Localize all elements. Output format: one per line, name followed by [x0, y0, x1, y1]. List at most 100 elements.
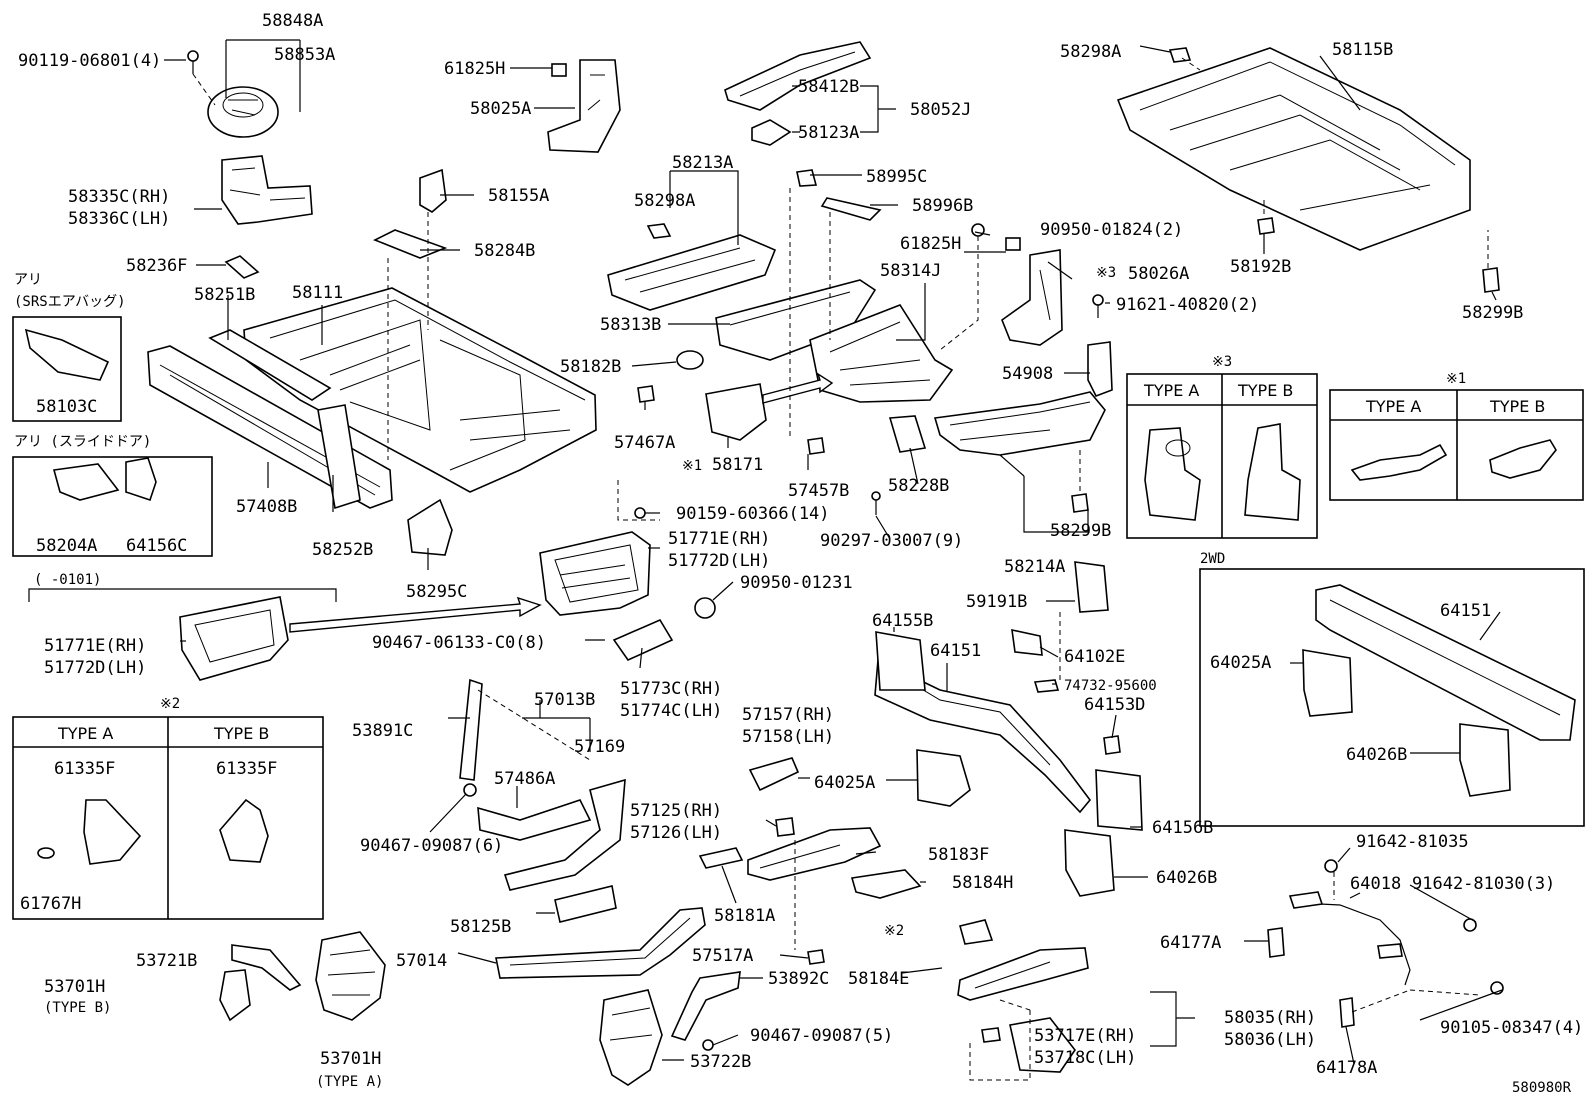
part-label: 53722B — [690, 1052, 751, 1072]
part-label: 90467-09087(5) — [750, 1026, 893, 1046]
part-label: 90119-06801(4) — [18, 51, 161, 71]
part-label: 58996B — [912, 196, 973, 216]
mark-caption: ※3 — [1212, 354, 1232, 370]
part-label: 57517A — [692, 946, 753, 966]
part-label: 64102E — [1064, 647, 1125, 667]
panel-58214a — [933, 391, 1106, 456]
part-label: 58335C(RH) — [68, 187, 170, 207]
part-label: 57486A — [494, 769, 555, 789]
step-51771e-left — [179, 596, 289, 681]
part-label: 57408B — [236, 497, 297, 517]
part-label: 91621-40820(2) — [1116, 295, 1259, 315]
type-b-heading: TYPE B — [1489, 397, 1545, 416]
frame-64151-2wd — [1315, 584, 1576, 741]
part-label: 91642-81035 — [1356, 832, 1469, 852]
part-label: 58228B — [888, 476, 949, 496]
part-label: 58025A — [470, 99, 531, 119]
type-a-heading: TYPE A — [57, 724, 113, 743]
part-label: 64025A — [814, 773, 875, 793]
part-label: 74732-95600 — [1064, 678, 1157, 694]
part-label: 90467-09087(6) — [360, 836, 503, 856]
part-label: 58412B — [798, 77, 859, 97]
part-label: 58204A — [36, 536, 97, 556]
part-label: 51772D(LH) — [44, 658, 146, 678]
part-label: 58123A — [798, 123, 859, 143]
srs-airbag-box — [12, 316, 122, 422]
part-label: 57014 — [396, 951, 447, 971]
part-label: 58298A — [1060, 42, 1121, 62]
part-label: 58026A — [1128, 264, 1189, 284]
member-58183f — [747, 827, 882, 881]
type-b-heading: TYPE B — [1237, 381, 1293, 400]
part-label: 57158(LH) — [742, 727, 834, 747]
part-label: 90105-08347(4) — [1440, 1018, 1583, 1038]
part-label: 53721B — [136, 951, 197, 971]
part-label: 58299B — [1050, 521, 1111, 541]
box-2wd-caption: 2WD — [1200, 551, 1225, 567]
part-label: 90950-01824(2) — [1040, 220, 1183, 240]
panel-58314j — [809, 304, 954, 403]
part-label: 58184H — [952, 873, 1013, 893]
part-label: 57013B — [534, 690, 595, 710]
part-label: 58155A — [488, 186, 549, 206]
part-label: 64156C — [126, 536, 187, 556]
shift-boot-58848a — [187, 50, 279, 138]
part-label: 58103C — [36, 397, 97, 417]
part-label: 51772D(LH) — [668, 551, 770, 571]
diagram-code: 580980R — [1512, 1080, 1572, 1096]
part-label: 51771E(RH) — [44, 636, 146, 656]
part-label: 57157(RH) — [742, 705, 834, 725]
member-57169 — [503, 778, 626, 891]
date-range-caption: ( -0101) — [34, 572, 101, 588]
part-label: ※3 — [1096, 265, 1116, 281]
part-label: 58192B — [1230, 257, 1291, 277]
part-label: 58298A — [634, 191, 695, 211]
part-label: 58035(RH) — [1224, 1008, 1316, 1028]
part-label: 58111 — [292, 283, 343, 303]
part-label: 58336C(LH) — [68, 209, 170, 229]
part-label: 61335F — [54, 759, 115, 779]
part-label: ※2 — [884, 923, 904, 939]
member-58184e — [957, 947, 1089, 1001]
step-51771e-middle — [539, 531, 651, 616]
srs-airbag-caption-1: アリ — [14, 272, 42, 288]
part-label: 61335F — [216, 759, 277, 779]
type-a-caption: (TYPE A) — [316, 1074, 383, 1090]
part-label: 64018 — [1350, 874, 1401, 894]
mark-caption: ※1 — [1446, 371, 1466, 387]
part-label: 51771E(RH) — [668, 529, 770, 549]
part-label: 58995C — [866, 167, 927, 187]
part-label: 64153D — [1084, 695, 1145, 715]
part-label: 58214A — [1004, 557, 1065, 577]
mark-caption: ※2 — [160, 696, 180, 712]
part-label: 57467A — [614, 433, 675, 453]
part-label: 58213A — [672, 153, 733, 173]
part-label: 58848A — [262, 11, 323, 31]
part-label: 53701H — [44, 977, 105, 997]
part-label: 58184E — [848, 969, 909, 989]
part-label: 61767H — [20, 894, 81, 914]
part-label: 64026B — [1156, 868, 1217, 888]
part-label: 51773C(RH) — [620, 679, 722, 699]
part-label: 53891C — [352, 721, 413, 741]
srs-airbag-caption-2: (SRSエアバッグ) — [14, 294, 126, 310]
box-2wd — [1199, 568, 1585, 827]
part-label: 58853A — [274, 45, 335, 65]
panel-58213a — [607, 234, 777, 311]
part-label: 90297-03007(9) — [820, 531, 963, 551]
part-label: 61825H — [444, 59, 505, 79]
part-label: 58052J — [910, 100, 971, 120]
bracket-53722b — [599, 989, 663, 1086]
part-label: 58125B — [450, 917, 511, 937]
part-label: 58181A — [714, 906, 775, 926]
type-b-caption: (TYPE B) — [44, 1000, 111, 1016]
slide-door-caption: アリ (スライドドア) — [14, 434, 151, 450]
part-label: 57457B — [788, 481, 849, 501]
part-label: 58182B — [560, 357, 621, 377]
part-label: 64178A — [1316, 1058, 1377, 1078]
member-57014 — [495, 907, 706, 979]
part-label: 64026B — [1346, 745, 1407, 765]
part-label: 64156B — [1152, 818, 1213, 838]
part-label: 90467-06133-C0(8) — [372, 633, 546, 653]
